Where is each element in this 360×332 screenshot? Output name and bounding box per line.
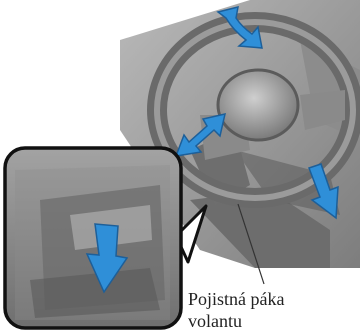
lock-lever-callout: Pojistná páka volantu bbox=[188, 288, 358, 332]
callout-line-1: Pojistná páka bbox=[188, 288, 358, 310]
lever-detail-inset bbox=[5, 148, 206, 328]
callout-line-2: volantu bbox=[188, 310, 358, 332]
